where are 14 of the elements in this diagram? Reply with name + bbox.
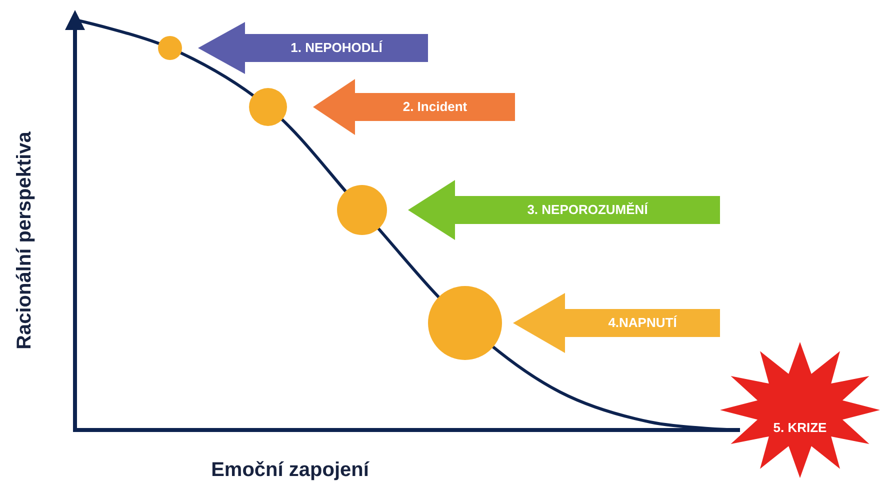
starburst <box>720 342 880 478</box>
edge-label: 3. NEPOROZUMĚNÍ <box>526 202 650 217</box>
stage-dot <box>249 88 287 126</box>
x-axis-title: Emoční zapojení <box>211 458 369 482</box>
y-axis-title: Racionální perspektiva <box>14 131 36 349</box>
block-arrow <box>513 293 720 353</box>
edge-label: 2. Incident <box>402 99 468 114</box>
stage-dot <box>158 36 182 60</box>
block-arrow <box>408 180 720 240</box>
edge-label: 4.NAPNUTÍ <box>607 315 678 330</box>
stage-dot <box>337 185 387 235</box>
edge-label: 1. NEPOHODLÍ <box>290 40 384 55</box>
block-arrow <box>198 22 428 74</box>
stage-label: 5. KRIZE <box>772 420 828 435</box>
